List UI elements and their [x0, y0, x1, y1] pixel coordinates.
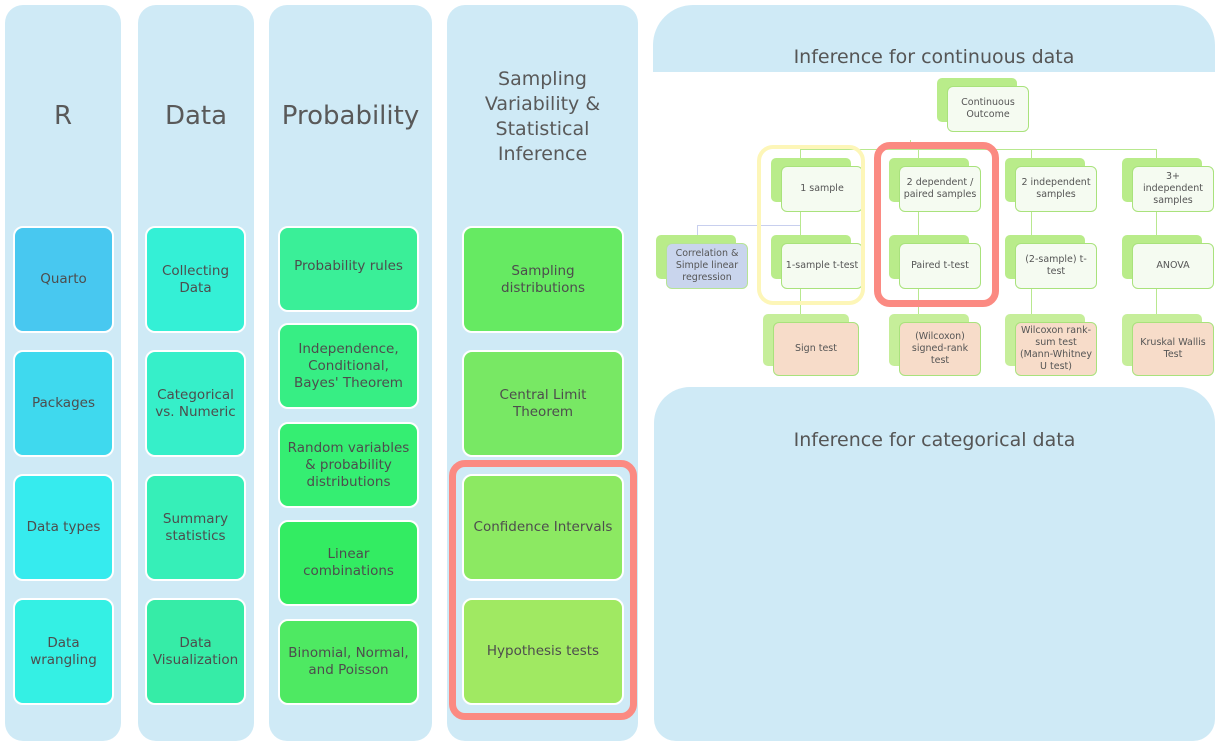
- node-anova[interactable]: ANOVA: [1122, 235, 1214, 289]
- node-label: 1 sample: [781, 166, 863, 212]
- node-label: ANOVA: [1132, 243, 1214, 289]
- topic-confidence-intervals[interactable]: Confidence Intervals: [462, 474, 624, 581]
- connector: [697, 225, 698, 239]
- node-1-sample-t-test[interactable]: 1-sample t-test: [771, 235, 863, 289]
- node-label: Kruskal Wallis Test: [1132, 322, 1214, 376]
- connector: [697, 225, 800, 226]
- node-group-paired[interactable]: 2 dependent / paired samples: [889, 158, 981, 212]
- continuous-title: Inference for continuous data: [793, 46, 1075, 68]
- node-continuous-outcome[interactable]: Continuous Outcome: [937, 78, 1029, 132]
- topic-quarto[interactable]: Quarto: [13, 226, 114, 333]
- node-label: 2 independent samples: [1015, 166, 1097, 212]
- column-title-r: R: [53, 101, 73, 131]
- column-probability: Probability Probability rules Independen…: [269, 5, 432, 741]
- topic-hypothesis-tests[interactable]: Hypothesis tests: [462, 598, 624, 705]
- node-label: Continuous Outcome: [947, 86, 1029, 132]
- node-label: (2-sample) t-test: [1015, 243, 1097, 289]
- highlight-inference-topics: [449, 460, 637, 720]
- node-group-3plus-independent[interactable]: 3+ independent samples: [1122, 158, 1214, 212]
- node-2-sample-t-test[interactable]: (2-sample) t-test: [1005, 235, 1097, 289]
- topic-binomial-normal-poisson[interactable]: Binomial, Normal, and Poisson: [278, 619, 419, 705]
- connector: [800, 149, 1157, 150]
- node-label: (Wilcoxon) signed-rank test: [899, 322, 981, 376]
- topic-independence-conditional-bayes[interactable]: Independence, Conditional, Bayes' Theore…: [278, 323, 419, 409]
- highlight-paired: [874, 142, 999, 307]
- topic-categorical-vs-numeric[interactable]: Categorical vs. Numeric: [145, 350, 246, 457]
- topic-data-visualization[interactable]: Data Visualization: [145, 598, 246, 705]
- highlight-1-sample: [757, 145, 865, 305]
- topic-summary-statistics[interactable]: Summary statistics: [145, 474, 246, 581]
- column-data: Data Collecting Data Categorical vs. Num…: [138, 5, 254, 741]
- node-label: Paired t-test: [899, 243, 981, 289]
- node-signed-rank-test[interactable]: (Wilcoxon) signed-rank test: [889, 314, 981, 376]
- panel-categorical: Inference for categorical data: [654, 387, 1215, 741]
- node-sign-test[interactable]: Sign test: [763, 314, 863, 376]
- node-paired-t-test[interactable]: Paired t-test: [889, 235, 981, 289]
- column-sampling-inference: Sampling Variability & Statistical Infer…: [447, 5, 638, 741]
- topic-central-limit-theorem[interactable]: Central Limit Theorem: [462, 350, 624, 457]
- topic-probability-rules[interactable]: Probability rules: [278, 226, 419, 312]
- topic-packages[interactable]: Packages: [13, 350, 114, 457]
- node-label: 3+ independent samples: [1132, 166, 1214, 212]
- topic-random-variables[interactable]: Random variables & probability distribut…: [278, 422, 419, 508]
- topic-data-types[interactable]: Data types: [13, 474, 114, 581]
- node-correlation-regression[interactable]: Correlation & Simple linear regression: [656, 235, 748, 289]
- topic-data-wrangling[interactable]: Data wrangling: [13, 598, 114, 705]
- node-rank-sum-test[interactable]: Wilcoxon rank-sum test (Mann-Whitney U t…: [1005, 314, 1097, 376]
- node-kruskal-wallis[interactable]: Kruskal Wallis Test: [1122, 314, 1214, 376]
- node-label: Wilcoxon rank-sum test (Mann-Whitney U t…: [1015, 322, 1097, 376]
- node-label: Sign test: [773, 322, 859, 376]
- continuous-flowchart: Continuous Outcome 1 sample 2 dependent …: [653, 72, 1215, 382]
- topic-linear-combinations[interactable]: Linear combinations: [278, 520, 419, 606]
- node-label: Correlation & Simple linear regression: [666, 243, 748, 289]
- categorical-title: Inference for categorical data: [793, 429, 1076, 451]
- column-title-data: Data: [164, 101, 228, 131]
- panel-continuous-header: Inference for continuous data: [653, 5, 1215, 72]
- node-group-2-independent[interactable]: 2 independent samples: [1005, 158, 1097, 212]
- column-title-probability: Probability: [281, 101, 420, 131]
- node-label: 1-sample t-test: [781, 243, 863, 289]
- topic-collecting-data[interactable]: Collecting Data: [145, 226, 246, 333]
- column-r: R Quarto Packages Data types Data wrangl…: [5, 5, 121, 741]
- node-label: 2 dependent / paired samples: [899, 166, 981, 212]
- column-title-sampling-inference: Sampling Variability & Statistical Infer…: [484, 68, 601, 165]
- topic-sampling-distributions[interactable]: Sampling distributions: [462, 226, 624, 333]
- node-group-1-sample[interactable]: 1 sample: [771, 158, 863, 212]
